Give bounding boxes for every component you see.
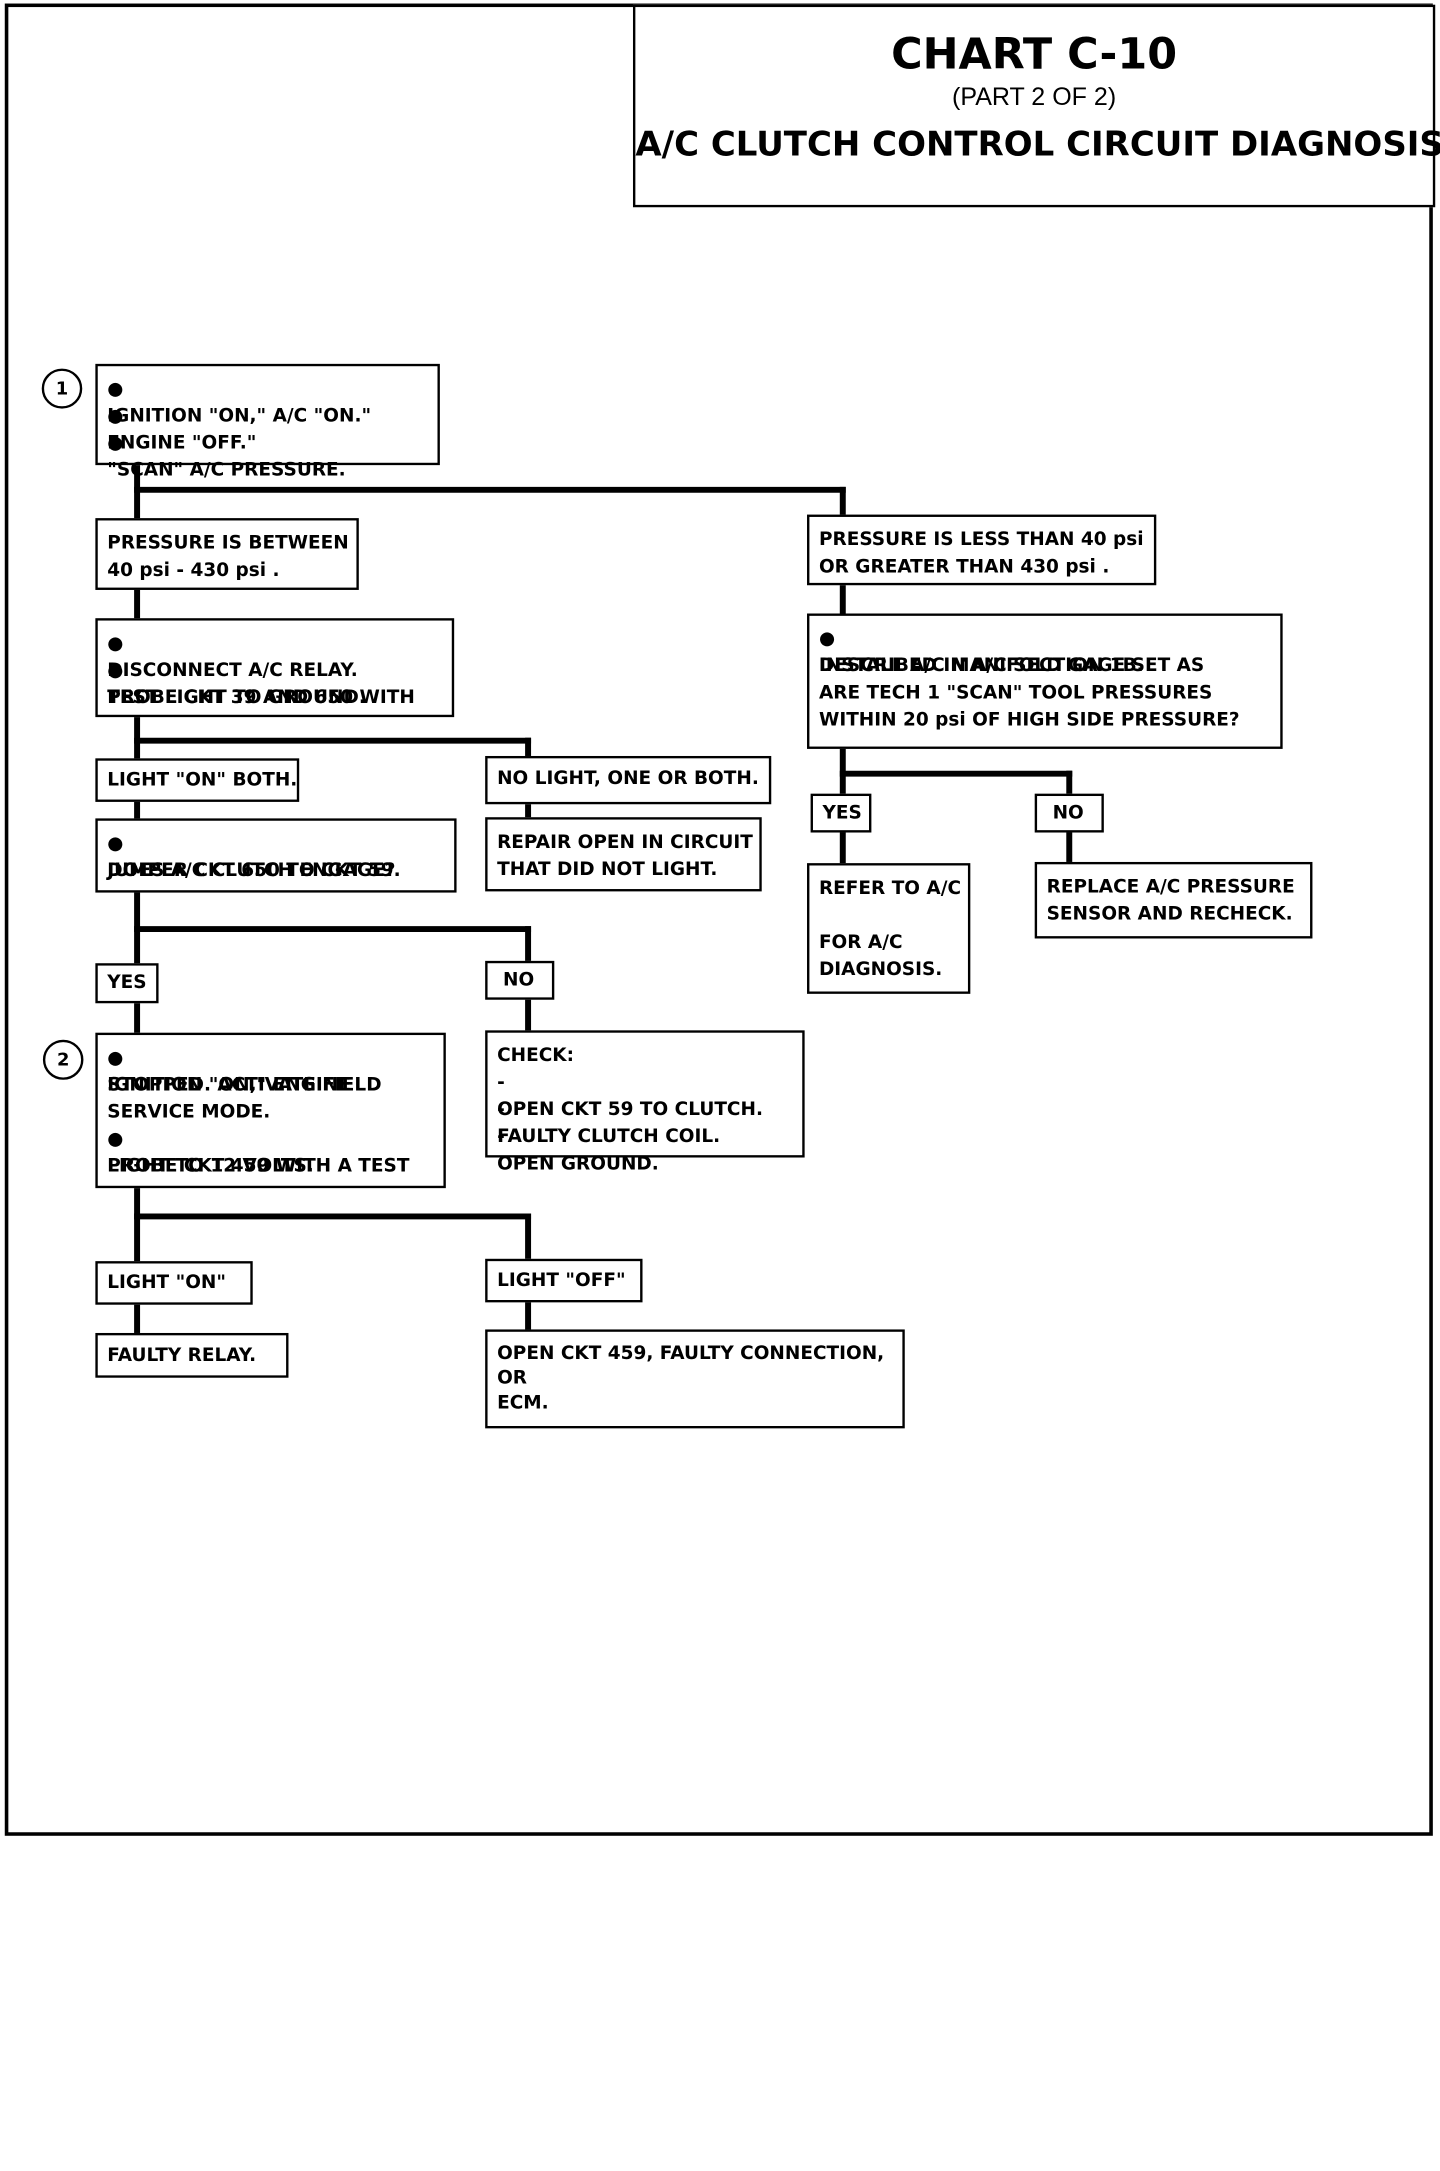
refer-ac-box: REFER TO A/C FOR A/C DIAGNOSIS. — [807, 863, 971, 994]
start-check-item: ●IGNITION "ON," A/C "ON." — [107, 377, 372, 427]
bullet-icon: ● — [107, 1128, 124, 1150]
bullet-icon: ● — [107, 1046, 124, 1069]
clutch-no-label: NO — [485, 960, 555, 1000]
field-service-box: ●IGNITION "ON," ENGINE STOPPED. ACTIVATE… — [95, 1032, 446, 1189]
gage-yes-label: YES — [810, 793, 872, 833]
jumper-box: ●JUMPER CKT 650 TO CKT 59. DOES A/C CLUT… — [95, 818, 457, 893]
chart-part: (PART 2 OF 2) — [952, 83, 1117, 111]
clutch-yes-label: YES — [95, 963, 159, 1004]
bullet-icon: ● — [818, 627, 836, 649]
dash-icon: - — [497, 1125, 505, 1147]
start-check-item: ●ENGINE "OFF." — [107, 405, 257, 454]
gage-no-label: NO — [1034, 793, 1104, 833]
dash-icon: - — [497, 1098, 505, 1120]
bullet-icon: ● — [107, 432, 124, 454]
step-marker-1: 1 — [41, 368, 83, 409]
light-on-box: LIGHT "ON" — [95, 1261, 253, 1305]
check-box: CHECK: -OPEN CKT 59 TO CLUTCH. -FAULTY C… — [485, 1030, 805, 1174]
light-on-both-box: LIGHT "ON" BOTH. — [95, 758, 300, 802]
chart-subject: A/C CLUTCH CONTROL CIRCUIT DIAGNOSIS — [635, 124, 1440, 164]
pressure-between-box: PRESSURE IS BETWEEN 40 psi - 430 psi . — [95, 518, 359, 590]
bullet-icon: ● — [107, 405, 124, 427]
start-check-item: ●"SCAN" A/C PRESSURE. — [107, 432, 346, 481]
repair-open-box: REPAIR OPEN IN CIRCUIT THAT DID NOT LIGH… — [485, 817, 762, 892]
light-off-box: LIGHT "OFF" — [485, 1258, 643, 1303]
pressure-outside-box: PRESSURE IS LESS THAN 40 psi OR GREATER … — [807, 514, 1157, 586]
title-block: CHART C-10 (PART 2 OF 2) A/C CLUTCH CONT… — [632, 4, 1440, 208]
open-ckt-459-box: OPEN CKT 459, FAULTY CONNECTION, OR ECM. — [485, 1329, 905, 1429]
bullet-icon: ● — [107, 659, 124, 681]
bullet-icon: ● — [107, 832, 124, 854]
connector-lines — [134, 462, 1073, 1339]
step-marker-2: 2 — [42, 1039, 84, 1080]
start-checks-box: ●IGNITION "ON," A/C "ON." ●ENGINE "OFF."… — [95, 363, 440, 481]
no-light-box: NO LIGHT, ONE OR BOTH. — [485, 755, 772, 805]
faulty-relay-box: FAULTY RELAY. — [95, 1332, 289, 1378]
dash-icon: - — [497, 1071, 505, 1093]
bullet-icon: ● — [107, 632, 124, 654]
chart-number: CHART C-10 — [891, 30, 1178, 79]
disconnect-relay-box: ●DISCONNECT A/C RELAY. ●PROBE CKT 39 AND… — [95, 618, 455, 718]
replace-sensor-box: REPLACE A/C PRESSURE SENSOR AND RECHECK. — [1034, 861, 1313, 939]
install-gage-box: ●INSTALL A/C MANIFOLD GAGE SET AS DESCRI… — [807, 613, 1283, 749]
bullet-icon: ● — [107, 377, 124, 400]
